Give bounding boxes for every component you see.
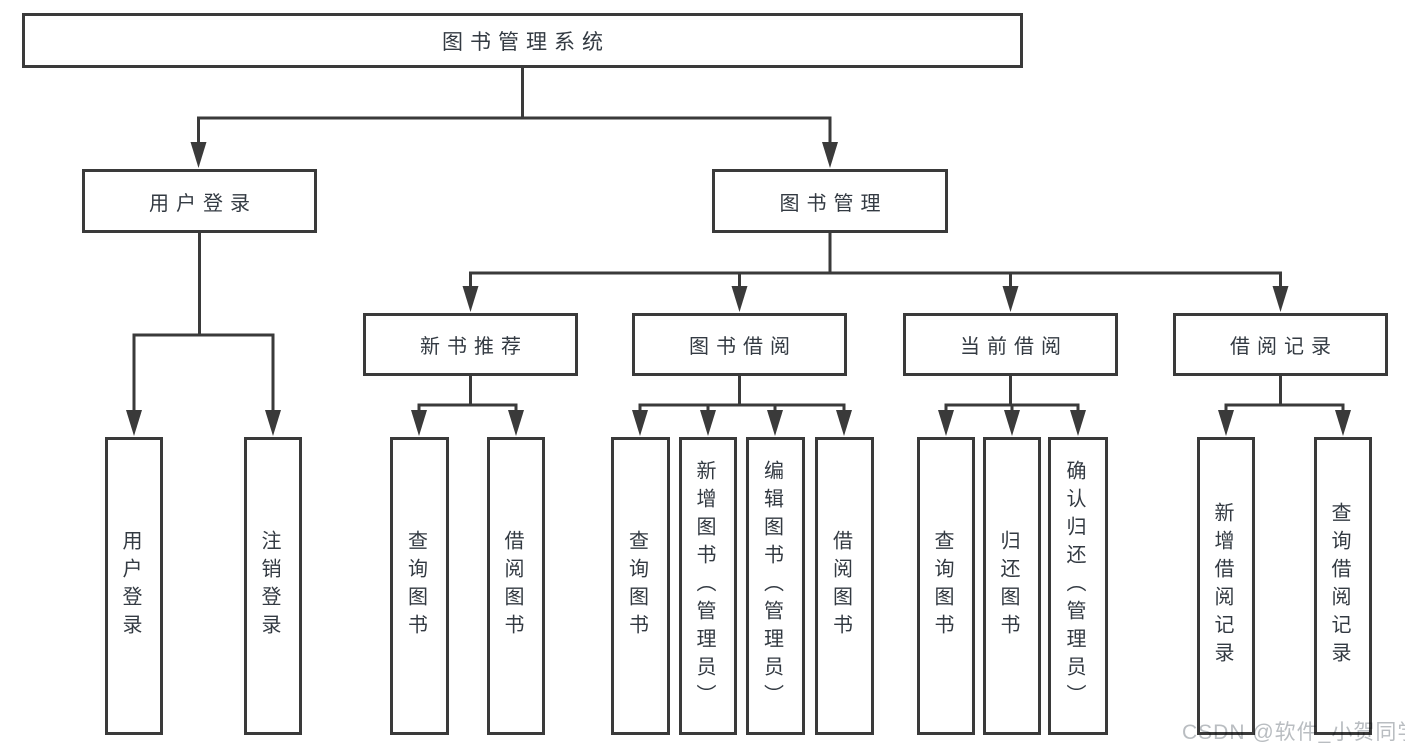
leaf-logout: 注销登录 [244,437,302,735]
leaf-confirm-return-admin-label: 确认归还（管理员） [1063,460,1085,712]
leaf-return-books-label: 归还图书 [997,530,1019,642]
leaf-query-books-borrowing: 查询图书 [611,437,670,735]
node-new-book-recommendation: 新书推荐 [363,313,578,376]
leaf-add-books-admin: 新增图书（管理员） [679,437,737,735]
leaf-borrow-books-label: 借阅图书 [829,530,852,642]
node-book-management: 图书管理 [712,169,948,233]
node-current-borrowing-label: 当前借阅 [960,336,1068,358]
node-current-borrowing: 当前借阅 [903,313,1118,376]
leaf-borrow-books-recommend-label: 借阅图书 [501,530,523,642]
leaf-return-books: 归还图书 [983,437,1041,735]
node-book-borrowing-label: 图书借阅 [689,336,797,358]
leaf-edit-books-admin: 编辑图书（管理员） [746,437,805,735]
node-library-management-system: 图书管理系统 [22,13,1023,68]
leaf-add-borrow-record: 新增借阅记录 [1197,437,1255,735]
leaf-query-borrow-record-label: 查询借阅记录 [1328,502,1350,670]
leaf-query-books-current-label: 查询图书 [931,530,953,642]
csdn-watermark: CSDN @软件_小贺同学 [1182,721,1405,744]
node-library-management-system-label: 图书管理系统 [442,30,610,54]
leaf-query-borrow-record: 查询借阅记录 [1314,437,1372,735]
leaf-borrow-books: 借阅图书 [815,437,874,735]
leaf-add-borrow-record-label: 新增借阅记录 [1211,502,1233,670]
leaf-query-books-recommend: 查询图书 [390,437,449,735]
node-borrowing-records: 借阅记录 [1173,313,1388,376]
leaf-user-login: 用户登录 [105,437,163,735]
leaf-query-books-recommend-label: 查询图书 [404,530,427,642]
leaf-logout-label: 注销登录 [258,530,280,642]
leaf-query-books-current: 查询图书 [917,437,975,735]
leaf-add-books-admin-label: 新增图书（管理员） [693,460,715,712]
leaf-user-login-label: 用户登录 [119,530,141,642]
leaf-confirm-return-admin: 确认归还（管理员） [1048,437,1108,735]
leaf-borrow-books-recommend: 借阅图书 [487,437,545,735]
node-new-book-recommendation-label: 新书推荐 [420,336,528,358]
leaf-query-books-borrowing-label: 查询图书 [625,530,648,642]
node-borrowing-records-label: 借阅记录 [1230,336,1338,358]
node-user-login: 用户登录 [82,169,317,233]
node-book-management-label: 图书管理 [779,192,888,215]
node-book-borrowing: 图书借阅 [632,313,847,376]
leaf-edit-books-admin-label: 编辑图书（管理员） [760,460,783,712]
node-user-login-label: 用户登录 [149,192,257,215]
